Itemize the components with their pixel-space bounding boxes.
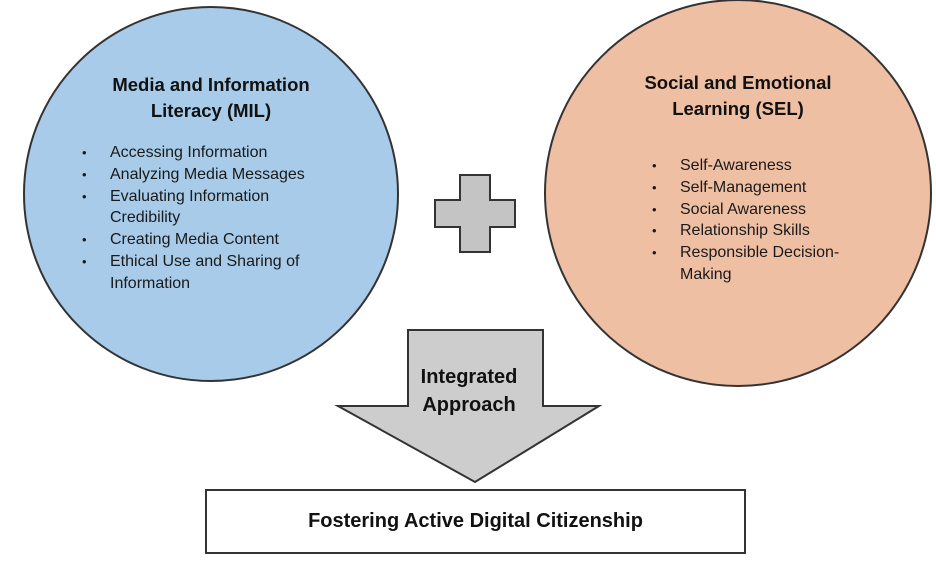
result-box: Fostering Active Digital Citizenship [205,489,746,554]
down-arrow-icon [334,329,603,484]
sel-title: Social and Emotional Learning (SEL) [598,70,878,122]
list-item: Social Awareness [650,199,850,221]
sel-title-line2: Learning (SEL) [672,98,804,119]
sel-title-line1: Social and Emotional [644,72,832,93]
sel-list: Self-Awareness Self-Management Social Aw… [650,155,850,286]
arrow-label-line2: Approach [422,394,516,416]
arrow-label-line1: Integrated [420,366,518,388]
result-label: Fostering Active Digital Citizenship [308,510,643,532]
list-item: Creating Media Content [80,229,315,251]
list-item: Self-Awareness [650,155,850,177]
list-item: Relationship Skills [650,220,850,242]
plus-icon [434,174,516,253]
mil-title: Media and Information Literacy (MIL) [60,72,362,124]
list-item: Analyzing Media Messages [80,164,315,186]
list-item: Evaluating Information Credibility [80,186,315,230]
list-item: Ethical Use and Sharing of Information [80,251,315,295]
arrow-label: Integrated Approach [398,363,540,419]
mil-list: Accessing Information Analyzing Media Me… [80,142,315,295]
list-item: Accessing Information [80,142,315,164]
mil-title-line2: Literacy (MIL) [150,100,272,121]
mil-title-line1: Media and Information [112,74,310,95]
list-item: Self-Management [650,177,850,199]
list-item: Responsible Decision-Making [650,242,850,286]
